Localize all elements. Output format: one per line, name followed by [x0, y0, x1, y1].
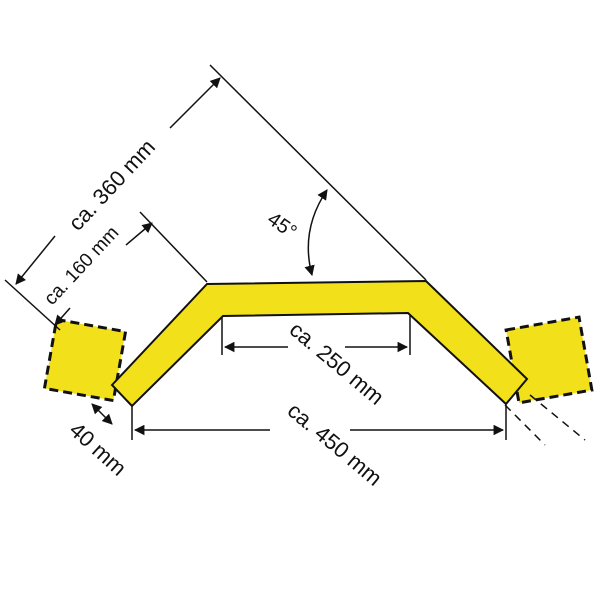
extension-dashed-line	[529, 394, 586, 441]
dimension-line-160-b	[125, 222, 153, 246]
dimension-line-360-a	[15, 235, 56, 285]
label-angle: 45°	[263, 208, 300, 243]
dimension-line-360-b	[169, 77, 221, 129]
label-40: 40 mm	[65, 417, 132, 481]
label-250: ca. 250 mm	[285, 317, 389, 410]
label-450: ca. 450 mm	[283, 398, 387, 491]
dimension-line-40	[91, 403, 113, 425]
label-160: ca. 160 mm	[40, 222, 123, 309]
extension-line	[209, 64, 427, 281]
dimension-line-160-a	[54, 307, 71, 326]
extension-line	[139, 211, 208, 283]
angle-arc	[304, 189, 328, 277]
left-post	[42, 317, 128, 403]
protection-bar	[110, 279, 529, 408]
extension-line	[4, 279, 61, 331]
extension-dashed-line	[504, 404, 546, 446]
label-360: ca. 360 mm	[63, 134, 160, 235]
